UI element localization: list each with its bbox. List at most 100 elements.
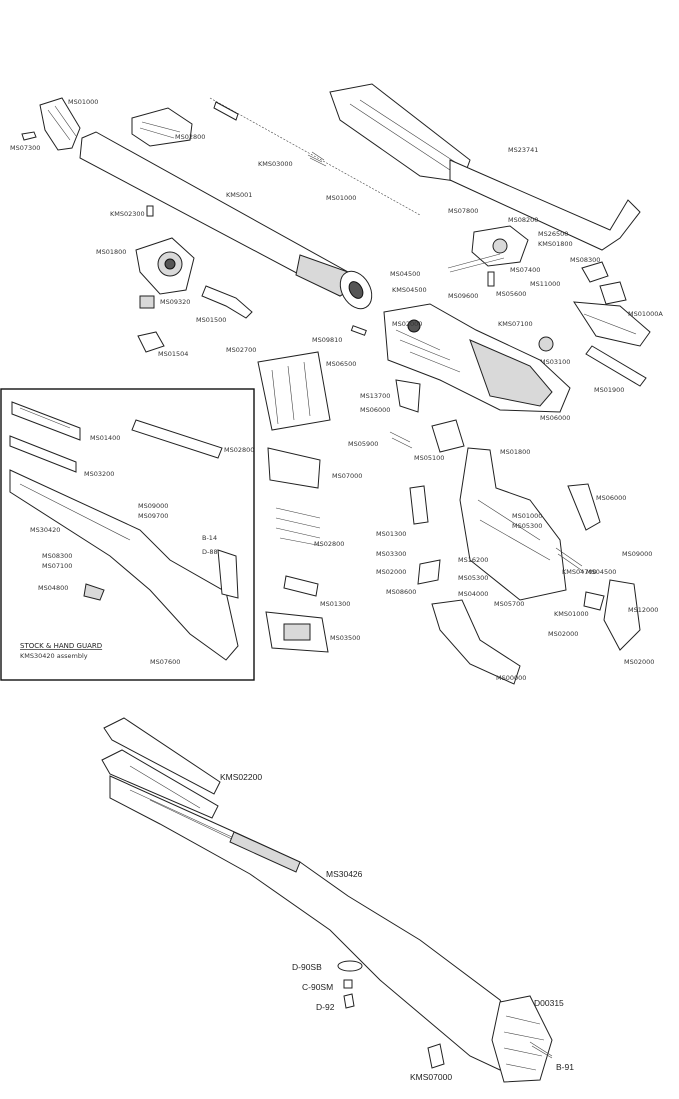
label-bottom-swivel-base: D-90SB [292, 962, 322, 972]
label-bolt-pin-a: MS07800 [448, 207, 478, 215]
bolt-part [471, 225, 529, 267]
op-rod-catch-part [431, 419, 465, 453]
gas-cylinder-lock-part [131, 107, 193, 147]
label-trigger-c: MS09000 [622, 550, 652, 558]
label-bottom-swivel-screw: C-90SM [302, 982, 333, 992]
label-inset-lug: MS02800 [224, 446, 254, 454]
pin-c-part [538, 336, 554, 352]
trigger-guard-part [431, 599, 521, 685]
label-trigger-pin: MS02000 [548, 630, 578, 638]
inset-subtitle: KMS30420 assembly [20, 652, 88, 660]
label-pin-e: MS01000 [512, 512, 542, 520]
label-trigger-guard-b: MS06000 [596, 494, 626, 502]
label-rear-sight-b: MS11000 [530, 280, 560, 288]
bottom-swivel-part [337, 960, 363, 1009]
bottom-buttplate-part [491, 995, 553, 1083]
label-firing-pin: KMS04500 [392, 286, 427, 294]
label-trigger-guard: MS00000 [496, 674, 526, 682]
label-ejector-a: MS04500 [390, 270, 420, 278]
label-bottom-handguard: KMS02200 [220, 772, 262, 782]
label-receiver-pin: MS06500 [326, 360, 356, 368]
bolt-roller-part [573, 301, 651, 387]
bottom-grip-cap-part [427, 1043, 445, 1069]
label-valve: MS01504 [158, 350, 188, 358]
label-trigger-a: MS01800 [500, 448, 530, 456]
upper-handguard-rod-part [329, 83, 641, 251]
label-stud: KMS02300 [110, 210, 145, 218]
spring-group-part [283, 575, 319, 597]
inset-rod-part [131, 419, 223, 459]
follower-part [267, 447, 321, 489]
front-sight-part [39, 97, 81, 151]
label-plunger: MS08600 [386, 588, 416, 596]
label-trigger-b: MS02000 [376, 568, 406, 576]
label-bolt-pin-b: MS08200 [508, 216, 538, 224]
label-inset-ferrule-a: MS09000 [138, 502, 168, 510]
inset-handguard-lower-part [9, 435, 77, 473]
inset-handguard-upper-part [11, 401, 81, 441]
label-housing-b: MS02000 [624, 658, 654, 666]
bottom-handguard-part [101, 717, 221, 819]
inset-stock-part [9, 469, 239, 661]
label-sear-b: MS04500 [586, 568, 616, 576]
label-inset-swivel-a: B-14 [202, 534, 217, 542]
label-gas-cylinder: MS01800 [96, 248, 126, 256]
label-ejector-spring: MS05600 [496, 290, 526, 298]
label-receiver: MS06000 [540, 414, 570, 422]
label-barrel: KMS001 [226, 191, 252, 199]
label-gas-cylinder-lock: MS02800 [175, 133, 205, 141]
op-spring-guide-part [209, 97, 421, 216]
label-safety-spring: MS05700 [494, 600, 524, 608]
label-clip-guide: MS02000 [392, 320, 422, 328]
label-bolt-b: KMS01800 [538, 240, 573, 248]
gas-cylinder-part [135, 237, 195, 295]
label-ejector-b: MS09600 [448, 292, 478, 300]
label-front-sight: MS01000 [68, 98, 98, 106]
safety-part [409, 485, 429, 525]
clip-latch-part [389, 379, 421, 449]
hammer-spring-part [275, 507, 323, 547]
label-sear: MS03500 [330, 634, 360, 642]
label-gas-plug: MS09320 [160, 298, 190, 306]
label-bar-a: MS03300 [376, 550, 406, 558]
inset-swivel-part [83, 549, 239, 601]
label-spring-c: KMS04700 [562, 568, 597, 576]
label-piston: MS01500 [196, 316, 226, 324]
trigger-housing-part [459, 447, 567, 601]
label-inset-lug-screw: MS04800 [38, 584, 68, 592]
inset-title: STOCK & HAND GUARD [20, 642, 102, 650]
trigger-group-right-part [555, 483, 641, 651]
pin-left-part [21, 131, 37, 141]
rear-sight-part [581, 261, 627, 305]
magazine-part [257, 351, 331, 431]
label-bolt-a: MS26500 [538, 230, 568, 238]
label-hammer: MS05300 [512, 522, 542, 530]
label-inset-handguard-lower: MS03200 [84, 470, 114, 478]
label-pin-left: MS07300 [10, 144, 40, 152]
label-inset-buttplate: MS07600 [150, 658, 180, 666]
label-hammer-plunger: MS12000 [628, 606, 658, 614]
bottom-stock-part [109, 775, 521, 1071]
label-spring-group-a: MS01300 [320, 600, 350, 608]
bottom-buttplate-screw-part [529, 1041, 553, 1059]
label-inset-ferrule-d: MS07100 [42, 562, 72, 570]
label-pin-c: KMS07100 [498, 320, 533, 328]
label-bar-b: MS16200 [458, 556, 488, 564]
label-barrel-handguard-upper: MS23741 [508, 146, 538, 154]
label-op-rod-spring: MS01000 [326, 194, 356, 202]
label-op-rod-catch: MS05100 [414, 454, 444, 462]
valve-part [137, 331, 165, 353]
label-safety: MS01300 [376, 530, 406, 538]
label-inset-handguard-upper: MS01400 [90, 434, 120, 442]
label-inset-ferrule-b: MS09700 [138, 512, 168, 520]
label-bottom-grip-cap: KMS07000 [410, 1072, 452, 1082]
label-clip-latch-spring: MS06000 [360, 406, 390, 414]
label-catch-plunger: MS03100 [540, 358, 570, 366]
stud-part [146, 205, 154, 217]
label-rear-sight-a: MS08300 [570, 256, 600, 264]
label-bottom-stock: MS30426 [326, 869, 363, 879]
label-pin-f: KMS01000 [554, 610, 589, 618]
label-follower: MS07000 [332, 472, 362, 480]
pin-d-part [350, 325, 367, 336]
